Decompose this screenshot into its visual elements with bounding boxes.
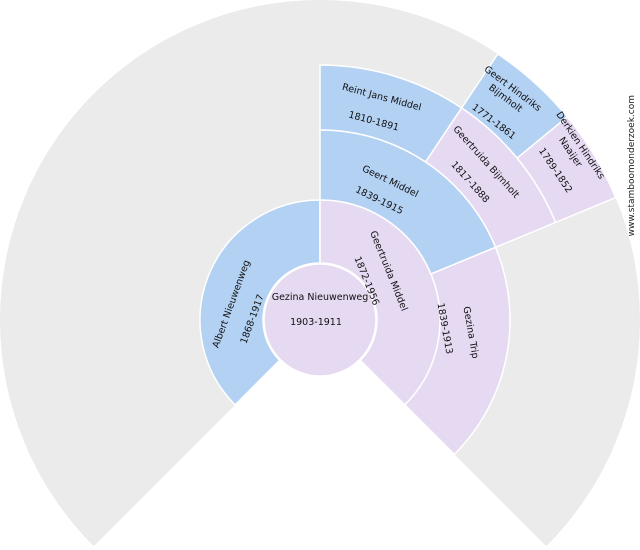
root-dates-label: 1903-1911	[290, 317, 342, 328]
segment-root-person[interactable]	[263, 263, 377, 377]
segment-geertruida-middel[interactable]	[319, 199, 441, 406]
site-credit: www.stamboomonderzoek.com	[627, 95, 637, 237]
root-name-label: Gezina Nieuwenweg	[272, 292, 369, 303]
segment-albert-nieuwenweg[interactable]	[199, 199, 321, 406]
